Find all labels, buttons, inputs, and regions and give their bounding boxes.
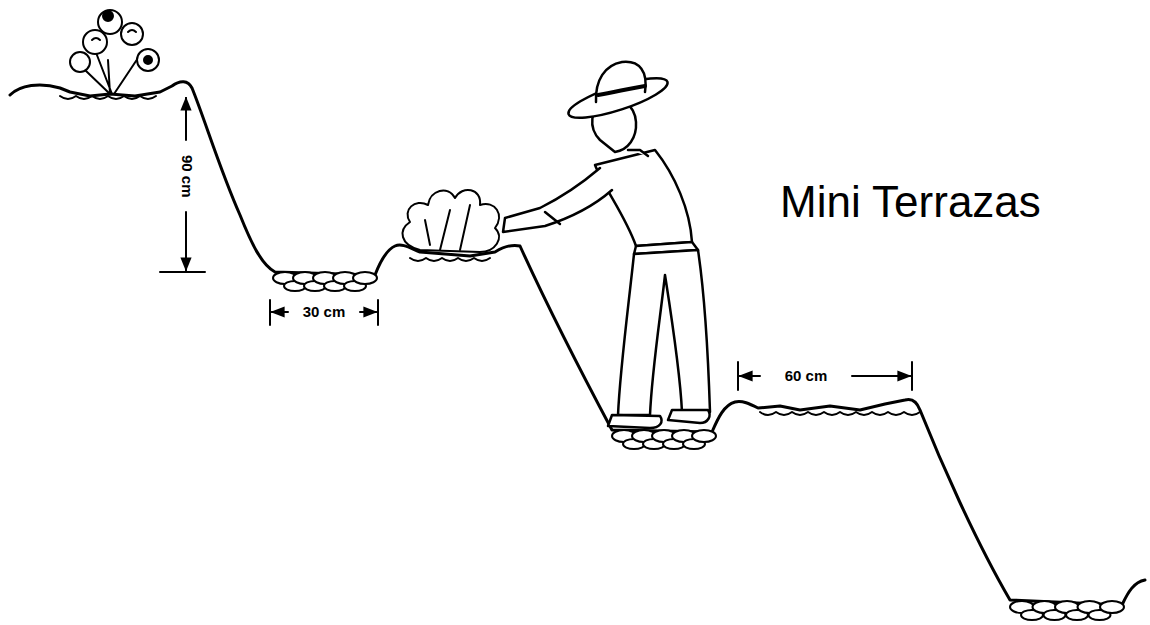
- soil-texture: [60, 96, 920, 415]
- dimension-label: 60 cm: [782, 368, 831, 385]
- dimension-label: 90 cm: [178, 152, 195, 201]
- diagram-title: Mini Terrazas: [780, 178, 1041, 226]
- stone: [353, 272, 377, 284]
- dimension-label: 30 cm: [300, 304, 349, 321]
- stone: [1100, 601, 1124, 613]
- dimension-lines: [160, 98, 912, 390]
- stone-ditches: [273, 272, 1124, 620]
- stone: [692, 430, 716, 442]
- terrain-profile: [10, 82, 1145, 605]
- farmer-figure: [503, 62, 710, 428]
- flower-plant: [70, 10, 159, 94]
- lettuce-plant: [403, 190, 499, 252]
